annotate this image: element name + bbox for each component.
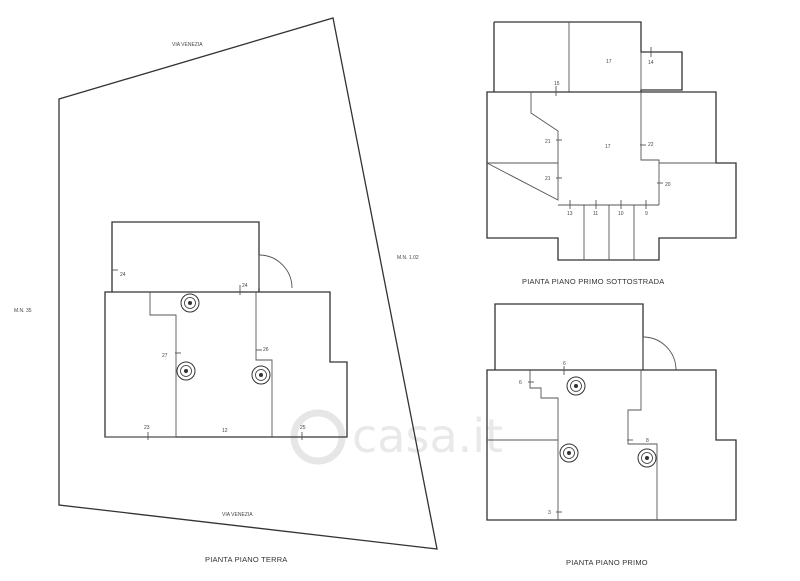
street-label-bottom: VIA VENEZIA <box>222 512 253 518</box>
ground-floor-title: PIANTA PIANO TERRA <box>205 555 288 564</box>
street-label-top: VIA VENEZIA <box>172 42 203 48</box>
room-label: 22 <box>648 142 654 148</box>
basement-floor-plan: 17 14 15 17 21 22 21 20 13 11 10 9 PIANT… <box>486 21 737 286</box>
first-floor-building-outline <box>486 369 737 521</box>
room-label: 14 <box>648 60 654 66</box>
room-label: 17 <box>605 144 611 150</box>
tree-icon <box>251 365 271 385</box>
room-label: 12 <box>222 428 228 434</box>
door-arc <box>258 254 293 289</box>
ground-floor-plan: VIA VENEZIA VIA VENEZIA M.N. 1.02 M.N. 3… <box>14 17 438 564</box>
room-label: 3 <box>548 510 551 516</box>
room-label: 23 <box>144 425 150 431</box>
room-label: 25 <box>300 425 306 431</box>
room-label: 24 <box>242 283 248 289</box>
room-label: 24 <box>120 272 126 278</box>
room-label: 11 <box>593 211 598 217</box>
room-label: 27 <box>162 353 168 359</box>
room-label: 8 <box>646 438 649 444</box>
tree-icon <box>566 376 586 396</box>
room-label: 17 <box>606 59 612 65</box>
room-label: 26 <box>263 347 269 353</box>
tree-icon <box>637 448 657 468</box>
room-label: 21 <box>545 139 551 145</box>
room-label: 6 <box>519 380 522 386</box>
neighbor-label-left: M.N. 35 <box>14 308 32 314</box>
room-label: 21 <box>545 176 551 182</box>
watermark: casa.it <box>290 409 503 465</box>
terrace-outline <box>111 221 260 292</box>
tree-icon <box>559 443 579 463</box>
room-label: 6 <box>563 361 566 367</box>
first-floor-plan: 6 6 8 3 PIANTA PIANO PRIMO <box>486 303 737 567</box>
room-label: 13 <box>567 211 573 217</box>
first-floor-title: PIANTA PIANO PRIMO <box>566 558 648 567</box>
neighbor-label-right: M.N. 1.02 <box>397 255 419 261</box>
room-label: 20 <box>665 182 671 188</box>
room-label: 15 <box>554 81 560 87</box>
tree-icon <box>180 293 200 313</box>
room-label: 10 <box>618 211 624 217</box>
watermark-text: casa.it <box>352 409 503 463</box>
basement-floor-title: PIANTA PIANO PRIMO SOTTOSTRADA <box>522 277 664 286</box>
room-label: 9 <box>645 211 648 217</box>
basement-building-outline <box>486 91 737 261</box>
tree-icon <box>176 361 196 381</box>
lot-boundary <box>58 17 438 550</box>
